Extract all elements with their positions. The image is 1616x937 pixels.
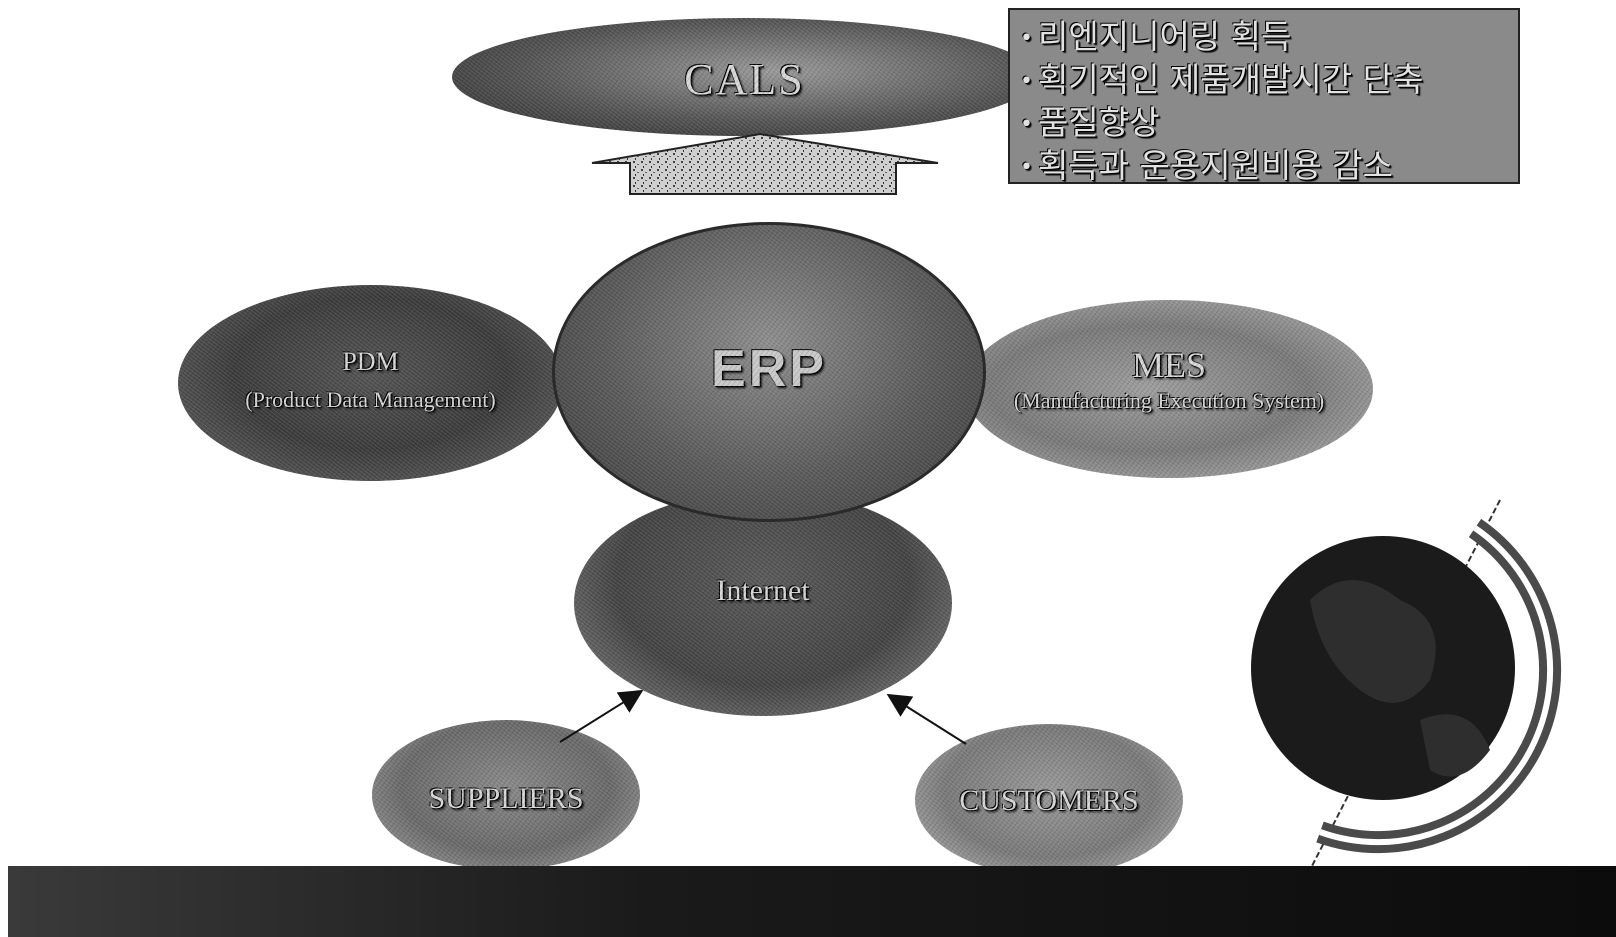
benefit-text: 리엔지니어링 획득 bbox=[1038, 17, 1292, 56]
customers-to-internet-arrow bbox=[886, 693, 967, 745]
erp-node: ERP bbox=[552, 222, 986, 522]
pdm-title: PDM bbox=[342, 347, 399, 376]
ground-bar bbox=[8, 866, 1616, 937]
suppliers-to-internet-arrow bbox=[559, 689, 644, 743]
globe-icon bbox=[1251, 499, 1562, 867]
bullet-icon: • bbox=[1020, 155, 1033, 180]
benefit-item: •획득과 운용지원비용 감소 bbox=[1020, 145, 1508, 188]
benefit-text: 획기적인 제품개발시간 단축 bbox=[1038, 60, 1424, 99]
internet-node: Internet bbox=[574, 490, 952, 716]
benefit-text: 획득과 운용지원비용 감소 bbox=[1038, 146, 1393, 185]
mes-node: MES (Manufacturing Execution System) bbox=[965, 300, 1373, 478]
block-arrow-up-icon bbox=[591, 132, 939, 195]
cals-label: CALS bbox=[684, 55, 805, 104]
bullet-icon: • bbox=[1020, 26, 1033, 51]
suppliers-node: SUPPLIERS bbox=[372, 720, 640, 870]
benefit-item: •품질향상 bbox=[1020, 102, 1508, 145]
pdm-subtitle: (Product Data Management) bbox=[245, 387, 496, 412]
bullet-icon: • bbox=[1020, 69, 1033, 94]
benefits-box: •리엔지니어링 획득 •획기적인 제품개발시간 단축 •품질향상 •획득과 운용… bbox=[1008, 8, 1520, 185]
mes-title: MES bbox=[1131, 345, 1207, 385]
erp-label: ERP bbox=[711, 340, 827, 398]
mes-subtitle: (Manufacturing Execution System) bbox=[1013, 388, 1325, 413]
cals-node: CALS bbox=[452, 18, 1037, 136]
benefit-item: •리엔지니어링 획득 bbox=[1020, 16, 1508, 59]
benefit-text: 품질향상 bbox=[1038, 103, 1160, 142]
customers-label: CUSTOMERS bbox=[959, 784, 1139, 817]
benefit-item: •획기적인 제품개발시간 단축 bbox=[1020, 59, 1508, 102]
suppliers-label: SUPPLIERS bbox=[428, 782, 584, 815]
internet-label: Internet bbox=[716, 574, 810, 607]
customers-node: CUSTOMERS bbox=[915, 724, 1183, 876]
bullet-icon: • bbox=[1020, 112, 1033, 137]
pdm-node: PDM (Product Data Management) bbox=[178, 285, 563, 481]
